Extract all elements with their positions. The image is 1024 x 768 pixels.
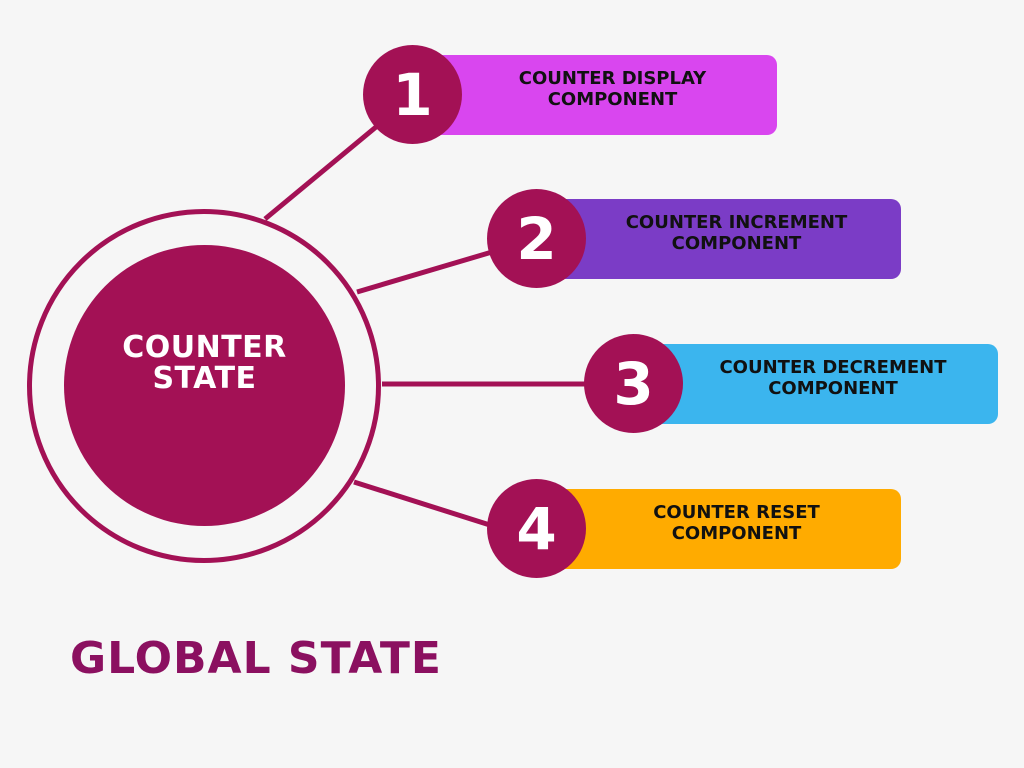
node-label-3: COUNTER DECREMENT COMPONENT [719,357,947,399]
connector-line-1 [263,120,384,221]
node-card-3: COUNTER DECREMENT COMPONENT [652,344,998,424]
number-3: 3 [613,349,654,418]
node-label-2: COUNTER INCREMENT COMPONENT [625,212,848,254]
number-badge-3: 3 [584,334,683,433]
node-card-1: COUNTER DISPLAY COMPONENT [432,55,777,135]
connector-line-4 [353,479,494,529]
hub-circle: COUNTER STATE [64,245,345,526]
node-card-4: COUNTER RESET COMPONENT [556,489,901,569]
hub-label: COUNTER STATE [122,330,287,396]
number-badge-2: 2 [487,189,586,288]
node-label-1: COUNTER DISPLAY COMPONENT [518,68,707,110]
number-1: 1 [392,60,433,129]
node-label-4: COUNTER RESET COMPONENT [653,502,820,544]
number-4: 4 [516,494,557,563]
number-badge-4: 4 [487,479,586,578]
number-2: 2 [516,204,557,273]
footer-title: GLOBAL STATE [70,633,442,684]
connector-line-2 [356,249,493,295]
node-card-2: COUNTER INCREMENT COMPONENT [556,199,901,279]
number-badge-1: 1 [363,45,462,144]
